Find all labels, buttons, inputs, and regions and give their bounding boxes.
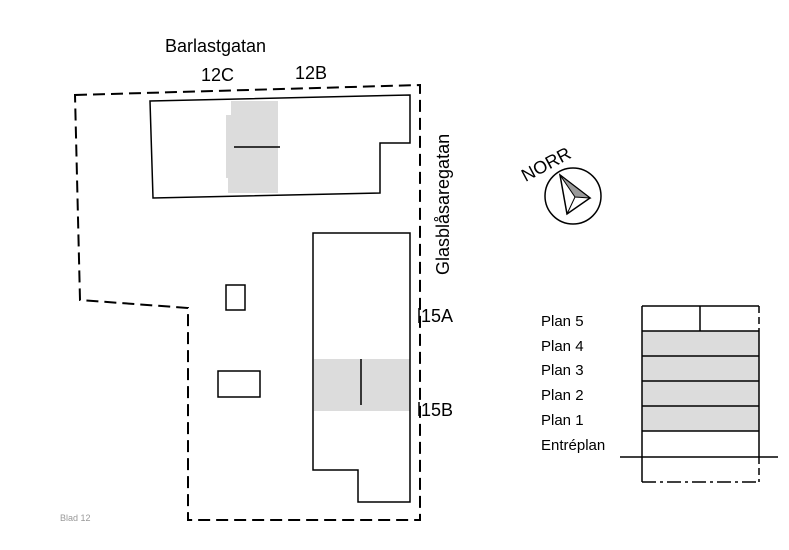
entrance-15a-label: 15A [421,306,454,326]
entrance-12c-label: 12C [201,65,235,85]
level-label-plan-4: Plan 4 [541,338,584,355]
north-arrow-icon [544,167,602,225]
north-street-name: Barlastgatan [165,36,267,56]
south-building [312,232,411,503]
east-street-name: Glasblåsaregatan [433,133,453,275]
level-label-plan-5: Plan 5 [541,313,584,330]
north-building [149,94,411,199]
level-label-plan-1: Plan 1 [541,412,584,429]
level-label-plan-3: Plan 3 [541,362,584,379]
level-label-entreplan: Entréplan [541,437,606,454]
entrance-12b-label: 12B [295,63,328,83]
small-structure-1 [225,284,246,311]
entrance-15b-label: 15B [421,400,454,420]
footer-page-label: Blad 12 [60,513,91,523]
property-boundary [73,83,421,521]
south-stairwell-highlight [314,359,410,411]
section-legend-drawing [620,305,778,483]
small-structure-2 [217,370,261,398]
level-label-plan-2: Plan 2 [541,387,584,404]
